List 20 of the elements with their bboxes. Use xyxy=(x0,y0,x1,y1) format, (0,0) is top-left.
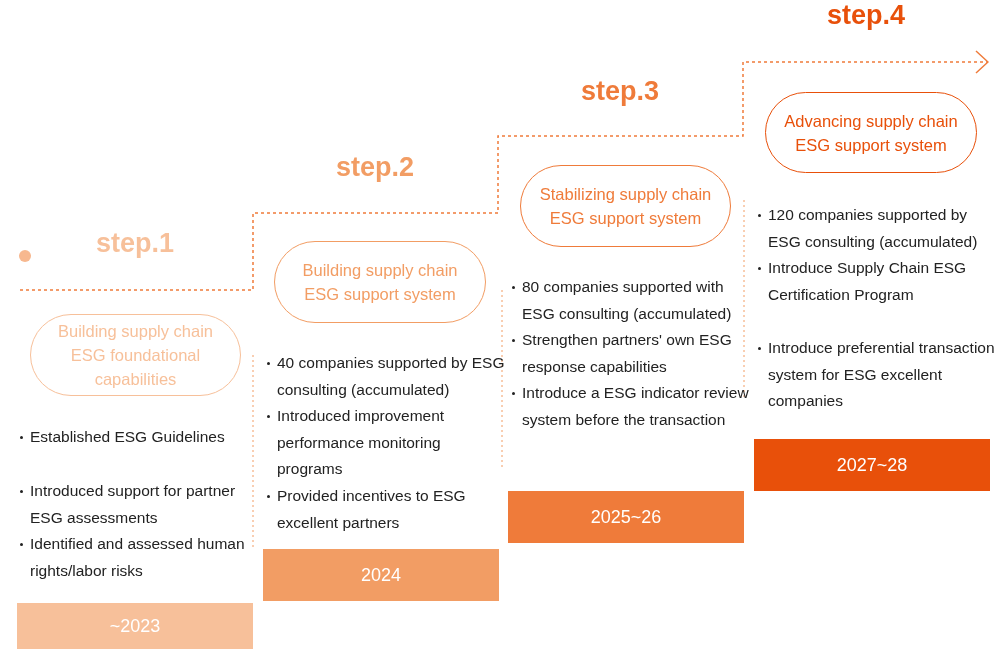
year-bar: ~2023 xyxy=(17,603,253,649)
bullet-text: Strengthen partners' own ESG response capabilities xyxy=(510,327,752,381)
bullet-text: 120 companies supported by ESG consulting (accumulated) xyxy=(756,202,998,256)
step-heading: step.4 xyxy=(825,0,906,31)
bullet-text: Introduce preferential transaction system for ESG excellent companies xyxy=(756,335,998,415)
bullet-text: Introduce a ESG indicator review system before the transaction xyxy=(510,380,752,434)
bullet-text: 80 companies supported with ESG consulting (accumulated) xyxy=(510,274,752,328)
bullet-text: Provided incentives to ESG excellent partners xyxy=(265,483,507,537)
bullet-text: Introduced improvement performance monitoring programs xyxy=(265,403,507,483)
year-bar: 2024 xyxy=(263,549,499,601)
step-heading: step.2 xyxy=(334,152,415,183)
step-heading: step.3 xyxy=(579,76,660,107)
bullet-text: Identified and assessed human rights/labor risks xyxy=(18,531,260,585)
bullet-text: Established ESG Guidelines xyxy=(18,424,260,451)
bullet-text: 40 companies supported by ESG consulting (accumulated) xyxy=(265,350,507,404)
bullet-text: Introduce Supply Chain ESG Certification Program xyxy=(756,255,998,309)
year-bar: 2027~28 xyxy=(754,439,990,491)
bullet-text: Introduced support for partner ESG assessments xyxy=(18,478,260,532)
step-heading: step.1 xyxy=(94,228,175,259)
year-bar: 2025~26 xyxy=(508,491,744,543)
